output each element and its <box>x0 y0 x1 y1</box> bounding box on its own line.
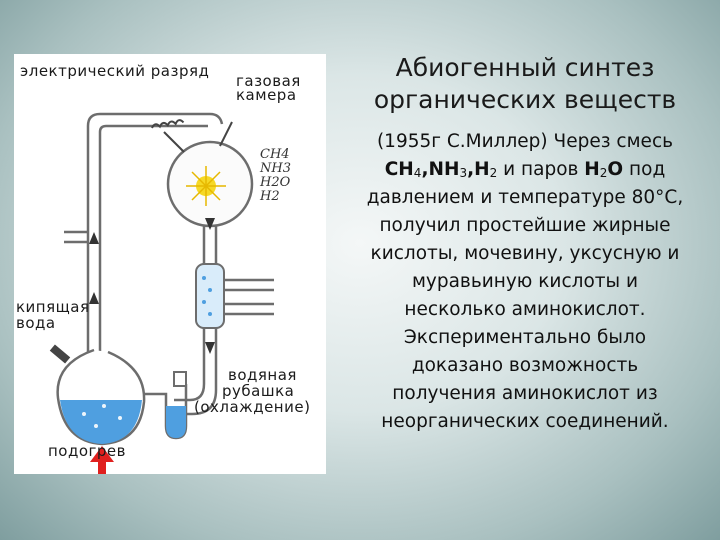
body-line-4: получил простейшие жирные <box>379 215 671 236</box>
gas-ch4: CH4 <box>260 147 290 162</box>
formula-sub-4: 4 <box>413 166 422 180</box>
slide-title: Абиогенный синтез органических веществ <box>340 52 710 116</box>
label-gas-chamber-1: газовая <box>236 72 301 90</box>
miller-apparatus-diagram: электрический разряд газовая камера CH4 … <box>14 54 326 474</box>
title-line-1: Абиогенный синтез <box>395 53 655 82</box>
formula-sub-3: 3 <box>459 166 468 180</box>
formula-end: под <box>623 159 666 180</box>
formula-rest: и паров <box>497 159 585 180</box>
formula-sub-2: 2 <box>489 166 498 180</box>
label-water-jacket-3: (охлаждение) <box>194 398 311 416</box>
body-line-6: муравьиную кислоты и <box>411 271 639 292</box>
body-line-7: несколько аминокислот. <box>404 299 646 320</box>
spark-icon <box>186 166 226 206</box>
gas-h2o: H2O <box>260 175 291 190</box>
gas-nh3: NH3 <box>260 161 291 176</box>
body-line-10: получения аминокислот из <box>392 383 658 404</box>
formula-ch: CH <box>384 159 414 180</box>
formula-h2o-h: H <box>584 159 600 180</box>
bubbles <box>82 404 122 428</box>
boiling-water <box>60 400 142 444</box>
flow-arrows <box>89 218 215 354</box>
slide-body: (1955г С.Миллер) Через смесь CH4,NH3,H2 … <box>336 128 714 436</box>
electrode-coil <box>151 119 233 153</box>
apparatus-drawing <box>49 112 274 474</box>
body-line-9: доказано возможность <box>411 355 639 376</box>
trap-water <box>166 406 186 438</box>
label-electric-discharge: электрический разряд <box>20 62 210 80</box>
label-water-jacket-1: водяная <box>228 366 297 384</box>
water-jacket <box>195 263 225 329</box>
condensate-drops <box>202 276 212 316</box>
heat-arrow-icon <box>90 446 114 474</box>
body-line-3: давлением и температуре 80°С, <box>366 187 684 208</box>
formula-nh: ,NH <box>421 159 460 180</box>
stopcock <box>49 344 71 364</box>
label-heating: подогрев <box>48 442 127 460</box>
formula-h2o-o: O <box>607 159 624 180</box>
body-line-8: Экспериментально было <box>403 327 647 348</box>
title-line-2: органических веществ <box>373 85 677 114</box>
gas-h2: H2 <box>260 189 280 204</box>
label-water-jacket-2: рубашка <box>222 382 295 400</box>
body-line-5: кислоты, мочевину, уксусную и <box>370 243 680 264</box>
body-line-1: (1955г С.Миллер) Через смесь <box>376 131 674 152</box>
sample-tap <box>173 371 187 387</box>
label-boiling-water-1: кипящая <box>16 298 90 316</box>
body-line-2-formula: CH4,NH3,H2 и паров H2O под <box>336 156 714 184</box>
formula-h: ,H <box>467 159 490 180</box>
formula-h2o-sub: 2 <box>599 166 608 180</box>
label-gas-chamber-2: камера <box>236 86 297 104</box>
cooling-pipes <box>224 278 274 316</box>
body-line-11: неорганических соединений. <box>381 411 669 432</box>
label-boiling-water-2: вода <box>16 314 56 332</box>
